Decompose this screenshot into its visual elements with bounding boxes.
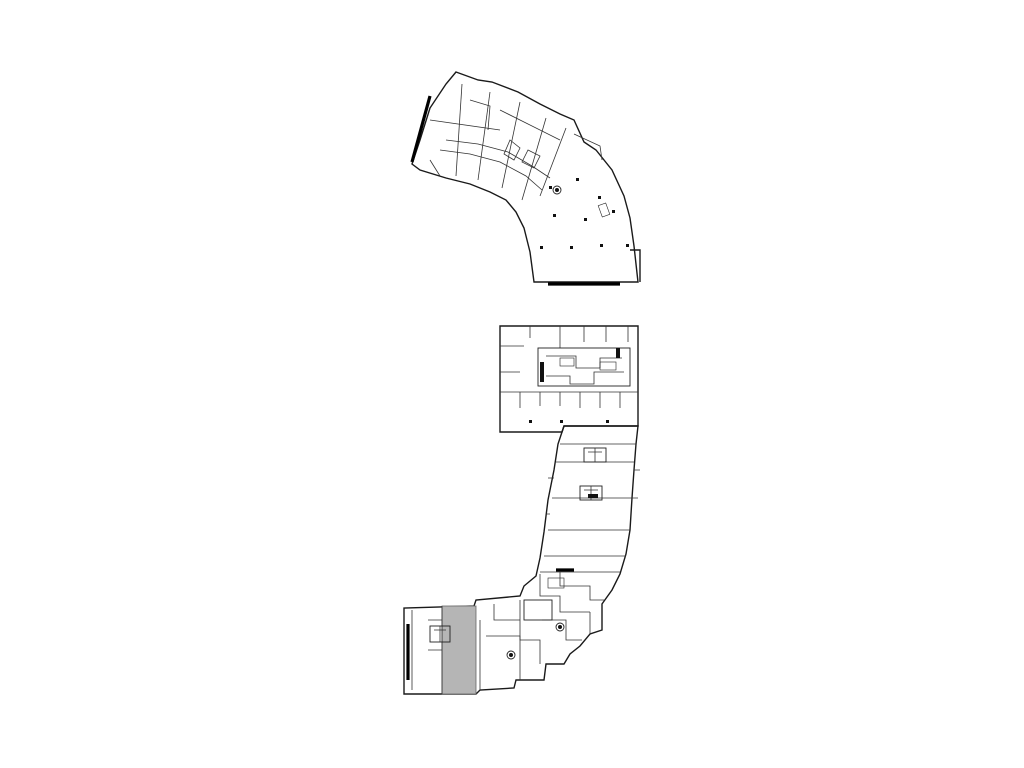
south-round-column-1-core [558,625,562,629]
south-bar-core-2-wall [588,494,598,498]
north-wing-partition-6 [429,119,501,131]
south-west-partition-3 [428,619,442,651]
north-wing-column [584,218,587,221]
north-wing-partition-2 [477,91,491,181]
north-wing-partition-11 [521,149,541,169]
central-column [606,420,609,423]
central-core-stair-2 [599,361,617,371]
north-wing-partition-1 [455,83,463,177]
south-cluster-core [523,599,553,621]
north-wing-column [600,244,603,247]
south-cluster-wall-3 [519,600,541,664]
central-core-wall [616,348,620,358]
south-cluster-wall-4 [493,604,520,621]
south-wing [403,425,640,695]
north-wing-column [576,178,579,181]
central-column [560,420,563,423]
north-wing-column [626,244,629,247]
central-core-detail-2 [546,371,624,385]
north-wing-outline [411,71,639,283]
south-round-column-2 [506,650,516,660]
south-bar-east-return [632,469,640,499]
north-wing [410,71,641,286]
central-core-wall [540,362,544,382]
south-wing-highlight-zone [441,605,477,695]
north-wing-column [570,246,573,249]
north-wing-column [553,214,556,217]
north-wing-partition-5 [539,127,567,197]
north-wing-partition-4 [521,117,547,201]
south-bar-west-return [546,477,554,515]
north-wing-east-step [630,249,641,282]
north-wing-column [612,210,615,213]
south-cluster-wall-2 [559,572,604,601]
south-cluster-wall-6 [486,635,521,680]
south-round-column-1 [555,622,565,632]
central-block-outline [499,325,639,433]
north-wing-corridor-1 [439,149,543,191]
south-bar-core-1-detail [588,448,602,462]
north-wing-partition-9 [429,159,441,177]
north-wing-round-column [552,185,562,195]
north-wing-stair [597,202,611,218]
north-wing-column [598,196,601,199]
north-wing-facade-west [410,95,432,163]
central-block [499,325,639,433]
north-wing-column [540,246,543,249]
north-wing-partition-8 [469,99,491,131]
south-west-core-detail [434,626,446,642]
north-wing-corridor-2 [445,139,551,179]
south-cluster-wall-1 [539,574,590,613]
south-cluster-wall-7 [542,619,582,641]
central-core-stair-1 [559,357,575,367]
north-wing-round-column-core [555,188,559,192]
north-wing-partition-7 [499,109,561,141]
south-round-column-2-core [509,653,513,657]
central-core [537,347,631,387]
south-cluster-stair [547,577,565,589]
central-column [529,420,532,423]
south-wing-bar-outline [403,425,639,695]
north-wing-partition-10 [503,139,521,161]
north-wing-partition-3 [501,101,521,189]
central-core-detail-1 [546,355,622,369]
north-wing-open-office-edge [573,133,603,161]
north-wing-column [549,186,552,189]
